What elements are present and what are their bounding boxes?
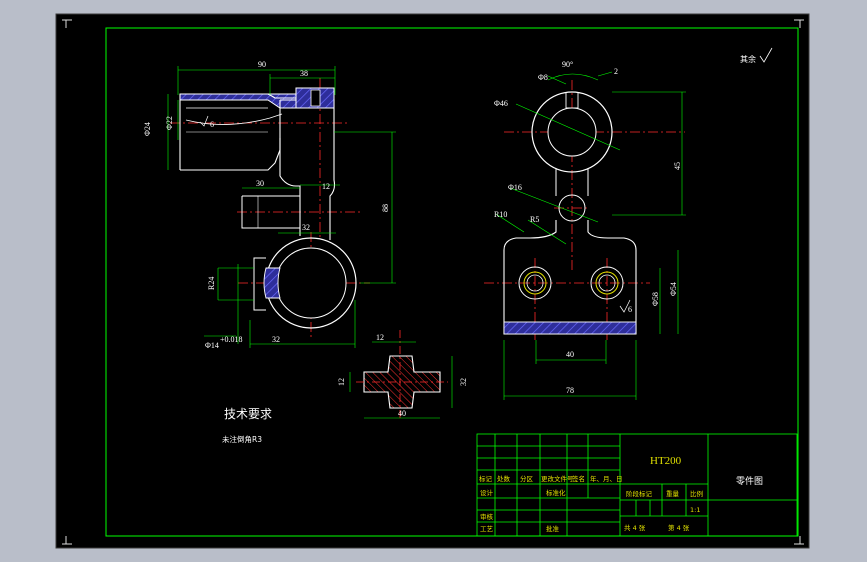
svg-text:审核: 审核 — [480, 512, 494, 521]
svg-text:分区: 分区 — [520, 474, 534, 483]
svg-text:其余: 其余 — [740, 54, 756, 64]
svg-text:处数: 处数 — [497, 474, 511, 483]
svg-text:批准: 批准 — [546, 524, 560, 533]
side-dimension-lines — [495, 71, 686, 400]
svg-text:设计: 设计 — [480, 488, 494, 497]
svg-text:90°: 90° — [562, 60, 573, 69]
svg-text:技术要求: 技术要求 — [224, 407, 272, 421]
svg-text:1:1: 1:1 — [690, 506, 700, 514]
svg-text:Φ54: Φ54 — [669, 282, 678, 296]
roughness-icon — [619, 299, 631, 313]
svg-text:12: 12 — [337, 378, 346, 386]
drawing-frame — [105, 27, 799, 537]
corner-marks — [62, 19, 804, 545]
svg-text:88: 88 — [381, 204, 390, 212]
svg-text:+0.018: +0.018 — [220, 335, 243, 344]
roughness-icon — [759, 47, 773, 63]
svg-text:40: 40 — [566, 350, 574, 359]
svg-text:第 4 张: 第 4 张 — [668, 523, 690, 532]
svg-text:R24: R24 — [207, 277, 216, 290]
roughness-icon — [199, 115, 209, 127]
tech-requirements: 技术要求 未注倒角R3 — [222, 407, 272, 444]
svg-text:40: 40 — [398, 409, 406, 418]
svg-text:比例: 比例 — [690, 489, 703, 498]
svg-text:45: 45 — [673, 162, 682, 170]
svg-text:30: 30 — [256, 179, 264, 188]
svg-text:Φ22: Φ22 — [165, 116, 174, 130]
svg-text:32: 32 — [459, 378, 468, 386]
svg-text:Φ24: Φ24 — [143, 122, 152, 136]
part-name-label: 零件图 — [736, 475, 763, 487]
svg-text:78: 78 — [566, 386, 574, 395]
svg-text:38: 38 — [300, 69, 308, 78]
front-view: 90 38 Φ24 Φ22 6 30 12 88 32 R24 32 Φ14 +… — [143, 60, 396, 350]
svg-text:Φ8: Φ8 — [538, 73, 548, 82]
svg-text:90: 90 — [258, 60, 266, 69]
svg-text:标记: 标记 — [479, 474, 493, 483]
svg-text:6: 6 — [210, 120, 214, 129]
title-block: 标记 处数 分区 更改文件号 签名 年、月、日 设计 标准化 阶段标记 重量 比… — [476, 433, 798, 537]
svg-text:年、月、日: 年、月、日 — [590, 474, 623, 483]
svg-text:Φ16: Φ16 — [508, 183, 522, 192]
sheet-background — [55, 13, 810, 549]
section-dimension-lines — [349, 341, 453, 419]
svg-text:12: 12 — [322, 182, 330, 191]
svg-text:Φ46: Φ46 — [494, 99, 508, 108]
svg-text:重量: 重量 — [666, 490, 680, 498]
svg-text:Φ58: Φ58 — [651, 292, 660, 306]
svg-text:R5: R5 — [530, 215, 539, 224]
svg-text:6: 6 — [628, 305, 632, 314]
svg-text:更改文件号: 更改文件号 — [541, 474, 574, 483]
svg-text:32: 32 — [302, 223, 310, 232]
svg-text:工艺: 工艺 — [480, 525, 494, 533]
svg-text:2: 2 — [614, 67, 618, 76]
svg-text:Φ14: Φ14 — [205, 341, 219, 350]
svg-text:未注倒角R3: 未注倒角R3 — [222, 434, 262, 444]
svg-text:32: 32 — [272, 335, 280, 344]
svg-text:阶段标记: 阶段标记 — [626, 489, 653, 498]
section-view: 12 12 32 40 — [337, 330, 468, 419]
svg-text:12: 12 — [376, 333, 384, 342]
front-dimension-lines — [167, 66, 396, 348]
material-label: HT200 — [650, 455, 682, 467]
svg-text:R10: R10 — [494, 210, 507, 219]
roughness-note: 其余 — [740, 47, 773, 64]
side-view: 90° Φ8 2 Φ46 Φ16 R10 R5 45 Φ54 Φ58 40 78… — [484, 60, 686, 400]
svg-text:共 4 张: 共 4 张 — [624, 523, 646, 532]
svg-text:标准化: 标准化 — [546, 488, 566, 497]
svg-text:签名: 签名 — [572, 474, 585, 483]
